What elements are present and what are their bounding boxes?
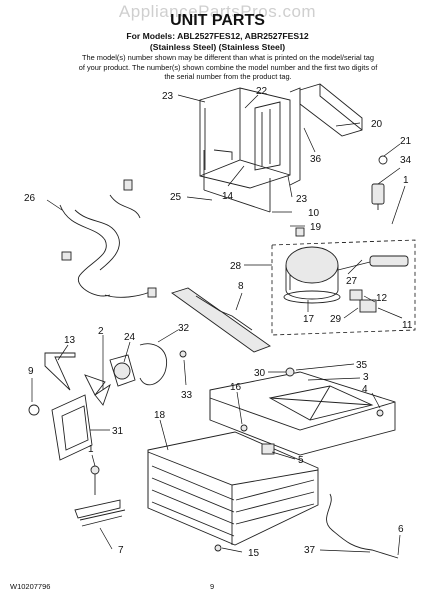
callout-24: 24 [124,332,136,343]
model-note: The model(s) number shown may be differe… [78,53,378,81]
compressor-assembly [271,227,416,336]
callout-6: 6 [398,524,404,535]
duct-cover [299,83,363,137]
callout-35: 35 [356,360,368,371]
wiring-harness [59,179,157,298]
callout-28: 28 [230,261,242,272]
callout-4: 4 [362,384,368,395]
doc-number: W10207796 [10,582,51,591]
callout-17: 17 [303,314,315,325]
callout-13: 13 [64,335,76,346]
callout-labels: 23 22 20 21 34 36 26 14 25 23 10 1 19 28… [24,86,413,559]
callout-25: 25 [170,192,182,203]
callout-3: 3 [363,372,369,383]
callout-18: 18 [154,410,166,421]
condenser-coil [147,431,319,546]
finish-line: (Stainless Steel) (Stainless Steel) [149,42,286,52]
callout-29: 29 [330,314,342,325]
condenser-fan-group [28,343,187,461]
callout-19: 19 [310,222,322,233]
callout-22: 22 [256,86,268,97]
callout-5: 5 [298,455,304,466]
page-number: 9 [210,582,215,591]
callout-34: 34 [400,155,412,166]
lower-parts [74,424,399,559]
callout-8: 8 [238,281,244,292]
leader-lines [31,94,406,556]
callout-11: 11 [402,320,413,331]
callout-1-upper: 1 [403,175,409,186]
callout-9: 9 [28,366,34,377]
callout-16: 16 [230,382,242,393]
callout-30: 30 [254,368,266,379]
callout-31: 31 [112,426,124,437]
callout-37: 37 [304,545,316,556]
callout-15: 15 [248,548,260,559]
drain-trough [171,287,271,353]
callout-2: 2 [98,326,104,337]
callout-7: 7 [118,545,124,556]
callout-21: 21 [400,136,412,147]
callout-27: 27 [346,276,358,287]
terminal-block [371,155,388,210]
callout-32: 32 [178,323,190,334]
callout-20: 20 [371,119,383,130]
compressor-base-plate [209,367,396,456]
callout-23: 23 [162,91,174,102]
model-list: For Models: ABL2527FES12, ABR2527FES12 (… [0,31,435,53]
callout-33: 33 [181,390,193,401]
watermark: AppliancePartsPros.com [118,2,317,21]
callout-23-lower: 23 [296,194,308,205]
callout-36: 36 [310,154,322,165]
evaporator-assembly [199,87,301,189]
page-title: UNIT PARTS [170,12,265,29]
callout-26: 26 [24,193,36,204]
callout-14: 14 [222,191,234,202]
models-line: For Models: ABL2527FES12, ABR2527FES12 [126,31,309,41]
callout-1-lower: 1 [88,444,94,455]
callout-12: 12 [376,293,388,304]
heater-rod [203,150,271,213]
callout-10: 10 [308,208,320,219]
